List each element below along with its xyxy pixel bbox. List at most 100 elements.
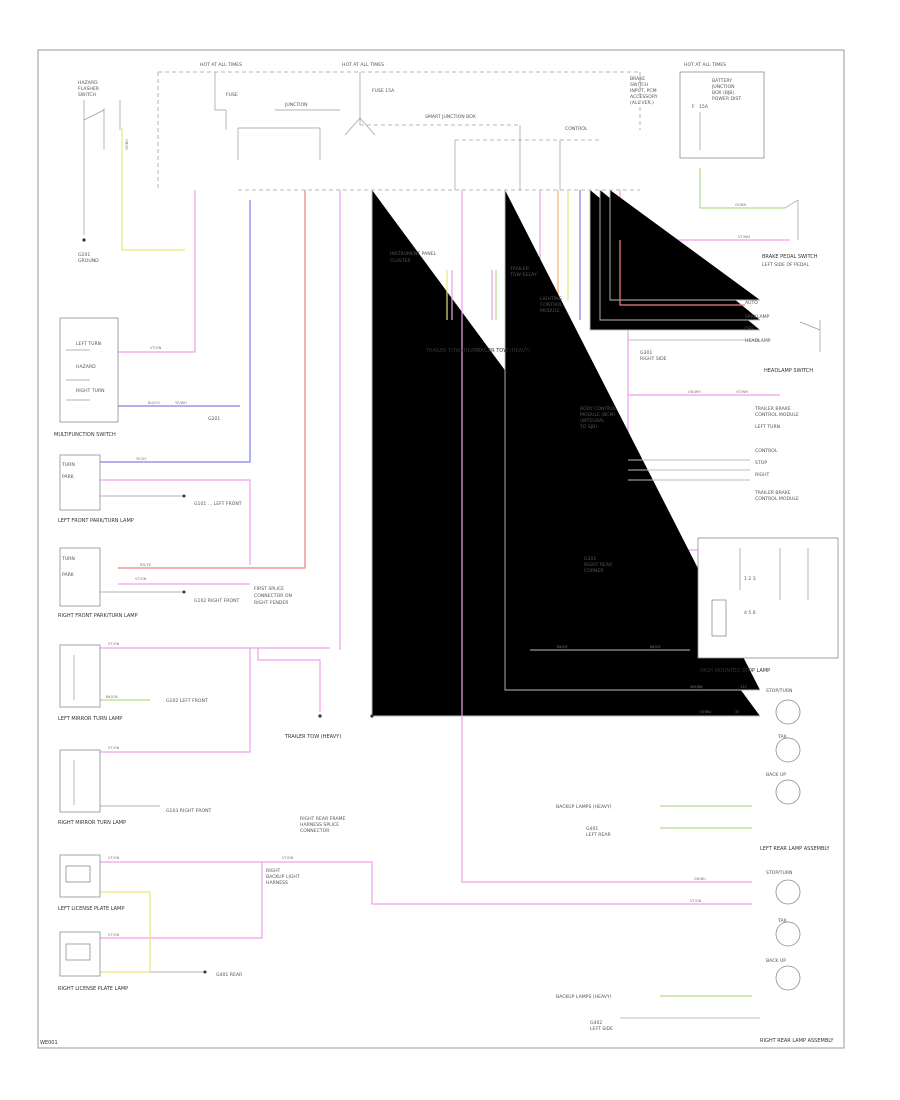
svg-text:F: F xyxy=(692,104,695,110)
svg-text:CONNECTOR: CONNECTOR xyxy=(300,828,330,834)
right-rear-lamp-assembly: STOP/TURN TAIL BACK UP RIGHT REAR LAMP A… xyxy=(556,870,834,1044)
svg-text:G101 ... LEFT FRONT: G101 ... LEFT FRONT xyxy=(194,501,242,507)
svg-text:(ALL VER.): (ALL VER.) xyxy=(630,100,654,106)
svg-text:VT/GN: VT/GN xyxy=(282,856,294,860)
svg-text:POWER DIST.: POWER DIST. xyxy=(712,96,742,102)
left-backup-label: BACK UP xyxy=(766,772,786,778)
svg-text:BODY CONTROL: BODY CONTROL xyxy=(580,406,617,412)
svg-text:LEFT SIDE: LEFT SIDE xyxy=(590,1026,613,1032)
right-license-lamp-label: RIGHT LICENSE PLATE LAMP xyxy=(58,986,128,992)
trailer-tow-label-c: TRAILER TOW (HEAVY) xyxy=(473,348,530,354)
headlamp-switch: AUTO PARKLAMP OFF HEADLAMP HEADLAMP SWIT… xyxy=(640,300,821,374)
wire-left-rear xyxy=(461,190,752,883)
svg-text:(INTEGRAL: (INTEGRAL xyxy=(580,418,605,424)
svg-text:TURN: TURN xyxy=(61,556,75,562)
wire-license xyxy=(100,861,752,905)
left-license-lamp: LEFT LICENSE PLATE LAMP xyxy=(58,854,124,912)
svg-text:ACCESSORY: ACCESSORY xyxy=(630,94,658,100)
svg-text:G301: G301 xyxy=(584,556,596,562)
diagram-border xyxy=(37,49,845,1049)
svg-text:CONTROL MODULE: CONTROL MODULE xyxy=(755,496,799,502)
svg-text:G301: G301 xyxy=(640,350,652,356)
svg-text:YE/WH: YE/WH xyxy=(175,401,187,405)
svg-text:HAZARD: HAZARD xyxy=(78,80,98,86)
svg-text:LEFT SIDE OF PEDAL: LEFT SIDE OF PEDAL xyxy=(762,262,809,268)
svg-text:HEADLAMP: HEADLAMP xyxy=(745,338,771,344)
svg-text:CORNER: CORNER xyxy=(584,568,604,574)
svg-text:TURN: TURN xyxy=(61,462,75,468)
right-front-park-turn-lamp: TURN PARK RIGHT FRONT PARK/TURN LAMP G10… xyxy=(58,547,292,619)
power-distribution-box: HOT AT ALL TIMES BATTERY JUNCTION BOX (B… xyxy=(679,62,765,159)
svg-text:RIGHT SIDE: RIGHT SIDE xyxy=(640,356,667,362)
svg-text:137: 137 xyxy=(740,685,747,689)
svg-text:VT/GN: VT/GN xyxy=(150,346,162,350)
multifunction-switch-label: MULTIFUNCTION SWITCH xyxy=(54,432,116,438)
svg-text:HOT AT ALL TIMES: HOT AT ALL TIMES xyxy=(342,62,384,68)
wire-left-turn xyxy=(118,190,196,353)
wire-hazard xyxy=(121,128,185,251)
svg-text:JUNCTION: JUNCTION xyxy=(284,102,308,108)
svg-text:CONTROL: CONTROL xyxy=(755,448,778,454)
right-front-park-turn-lamp-label: RIGHT FRONT PARK/TURN LAMP xyxy=(58,613,138,619)
svg-text:HARNESS SPLICE: HARNESS SPLICE xyxy=(300,822,339,828)
svg-text:HARNESS: HARNESS xyxy=(266,880,288,886)
svg-text:RIGHT: RIGHT xyxy=(755,472,770,478)
svg-text:1 2 3: 1 2 3 xyxy=(744,576,756,582)
svg-text:GY/BN: GY/BN xyxy=(735,203,746,207)
svg-text:PARK: PARK xyxy=(62,474,75,480)
multifunction-switch: LEFT TURN HAZARD RIGHT TURN MULTIFUNCTIO… xyxy=(54,317,220,438)
svg-text:BATTERY: BATTERY xyxy=(712,78,732,84)
left-mirror-turn-lamp: LEFT MIRROR TURN LAMP G102 LEFT FRONT xyxy=(58,644,208,722)
top-harness: HOT AT ALL TIMES HOT AT ALL TIMES FUSE J… xyxy=(157,62,641,191)
svg-text:VT/GN: VT/GN xyxy=(135,577,147,581)
right-license-lamp: RIGHT LICENSE PLATE LAMP G401 REAR xyxy=(58,931,243,992)
svg-text:PARKLAMP: PARKLAMP xyxy=(745,314,770,320)
svg-text:HOT AT ALL TIMES: HOT AT ALL TIMES xyxy=(684,62,726,68)
svg-text:OFF: OFF xyxy=(745,326,754,332)
svg-text:YE/BU: YE/BU xyxy=(125,139,129,150)
svg-text:TRAILER BRAKE: TRAILER BRAKE xyxy=(754,490,791,496)
svg-text:INSTRUMENT PANEL: INSTRUMENT PANEL xyxy=(390,251,437,257)
brake-pedal-switch: BRAKE PEDAL SWITCH LEFT SIDE OF PEDAL xyxy=(762,199,818,268)
left-rear-lamp-label: LEFT REAR LAMP ASSEMBLY xyxy=(760,846,831,852)
svg-text:SMART JUNCTION BOX: SMART JUNCTION BOX xyxy=(425,114,476,120)
svg-text:RIGHT TURN: RIGHT TURN xyxy=(76,388,105,394)
svg-text:CLUSTER: CLUSTER xyxy=(390,258,412,264)
svg-text:TRAILER BRAKE: TRAILER BRAKE xyxy=(754,406,791,412)
right-stop-turn-label: STOP/TURN xyxy=(766,870,792,876)
svg-text:G201: G201 xyxy=(208,416,220,422)
trailer-tow-upper: INSTRUMENT PANEL CLUSTER TRAILER TOW (HE… xyxy=(390,251,563,354)
svg-text:G402: G402 xyxy=(590,1020,602,1026)
left-front-park-turn-lamp: TURN PARK LEFT FRONT PARK/TURN LAMP G101… xyxy=(58,454,242,524)
right-mirror-turn-lamp: RIGHT MIRROR TURN LAMP G103 RIGHT FRONT xyxy=(58,749,212,826)
brake-pedal-switch-label: BRAKE PEDAL SWITCH xyxy=(762,254,818,260)
svg-text:GY/BU: GY/BU xyxy=(700,710,711,714)
svg-text:BOX (BJB): BOX (BJB) xyxy=(712,90,734,96)
right-tail-label: TAIL xyxy=(777,918,788,924)
headlamp-switch-label: HEADLAMP SWITCH xyxy=(764,368,813,374)
svg-text:BK/GN: BK/GN xyxy=(106,695,118,699)
right-mirror-turn-lamp-label: RIGHT MIRROR TURN LAMP xyxy=(58,820,126,826)
svg-text:FLASHER: FLASHER xyxy=(78,86,100,92)
svg-text:GROUND: GROUND xyxy=(78,258,99,264)
svg-text:BACKUP LAMPS (HEAVY): BACKUP LAMPS (HEAVY) xyxy=(556,804,612,810)
svg-text:BK/GY: BK/GY xyxy=(650,645,662,649)
svg-text:LEFT TURN: LEFT TURN xyxy=(755,424,780,430)
svg-text:VT/GN: VT/GN xyxy=(108,642,120,646)
svg-text:RIGHT REAR FRAME: RIGHT REAR FRAME xyxy=(300,816,345,822)
svg-text:FUSE 15A: FUSE 15A xyxy=(372,88,395,94)
svg-text:LIGHTING: LIGHTING xyxy=(540,296,563,302)
svg-text:BACKUP LIGHT: BACKUP LIGHT xyxy=(266,874,300,880)
svg-text:SWITCH: SWITCH xyxy=(78,92,96,98)
svg-text:37: 37 xyxy=(735,710,740,714)
hazard-switch: HAZARD FLASHER SWITCH G201 GROUND xyxy=(78,80,121,264)
trailer-brake-module: TRAILER BRAKE CONTROL MODULE LEFT TURN C… xyxy=(579,406,799,502)
left-tail-label: TAIL xyxy=(777,734,788,740)
trailer-tow-label-b: TRAILER TOW (HEAVY) xyxy=(425,348,482,354)
svg-text:LEFT REAR: LEFT REAR xyxy=(586,832,612,838)
svg-text:G401 REAR: G401 REAR xyxy=(216,972,243,978)
svg-text:RIGHT: RIGHT xyxy=(266,868,281,874)
left-front-park-turn-lamp-label: LEFT FRONT PARK/TURN LAMP xyxy=(58,518,134,524)
svg-text:G201: G201 xyxy=(78,252,90,258)
